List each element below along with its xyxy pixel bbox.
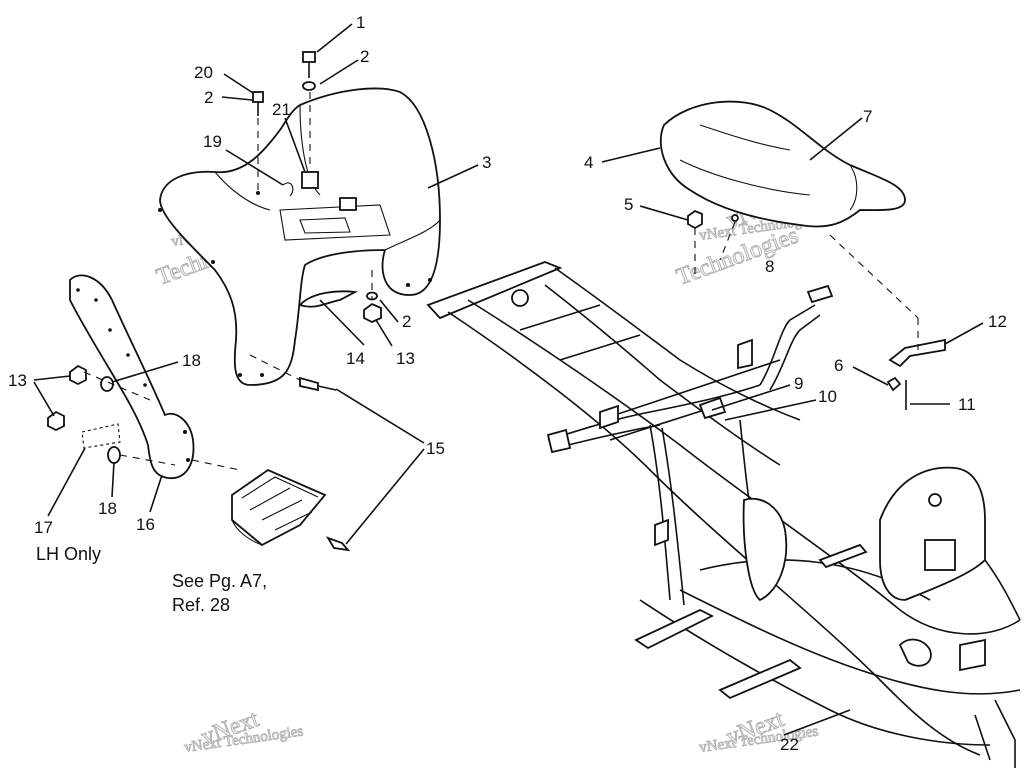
frame: [426, 261, 1021, 768]
callout-label: 2: [204, 88, 213, 107]
callout-label: 16: [136, 515, 155, 534]
callout-label: 2: [402, 312, 411, 331]
footrest: [231, 468, 327, 547]
leader-lines: [33, 23, 984, 736]
notes: LH Only See Pg. A7, Ref. 28: [36, 544, 267, 615]
callout-label: 18: [98, 499, 117, 518]
see-page-ref-note: Ref. 28: [172, 595, 230, 615]
callout-label: 3: [482, 153, 491, 172]
callout-label: 17: [34, 518, 53, 537]
seat: [659, 100, 919, 319]
callout-label: 5: [624, 195, 633, 214]
rear-fender: [158, 87, 441, 386]
callout-label: 18: [182, 351, 201, 370]
callout-label: 4: [584, 153, 593, 172]
callout-label: 15: [426, 439, 445, 458]
callout-label: 2: [360, 47, 369, 66]
callout-label: 8: [765, 257, 774, 276]
see-page-note: See Pg. A7,: [172, 571, 267, 591]
callout-label: 14: [346, 349, 365, 368]
callout-label: 6: [834, 356, 843, 375]
callout-label: 21: [272, 100, 291, 119]
callout-label: 9: [794, 374, 803, 393]
lh-only-note: LH Only: [36, 544, 101, 564]
callout-label: 13: [8, 371, 27, 390]
callout-numbers: 1 2 20 2 21 19 3 4 7 5 8 12 6 11 9 10 18…: [8, 13, 1007, 754]
callout-label: 1: [356, 13, 365, 32]
callout-label: 7: [863, 107, 872, 126]
hardware: [47, 51, 907, 552]
callout-label: 11: [958, 395, 976, 414]
seat-bracket: [888, 318, 946, 368]
callout-label: 22: [780, 735, 799, 754]
callout-label: 20: [194, 63, 213, 82]
callout-label: 19: [203, 132, 222, 151]
callout-label: 13: [396, 349, 415, 368]
callout-label: 12: [988, 312, 1007, 331]
callout-label: 10: [818, 387, 837, 406]
